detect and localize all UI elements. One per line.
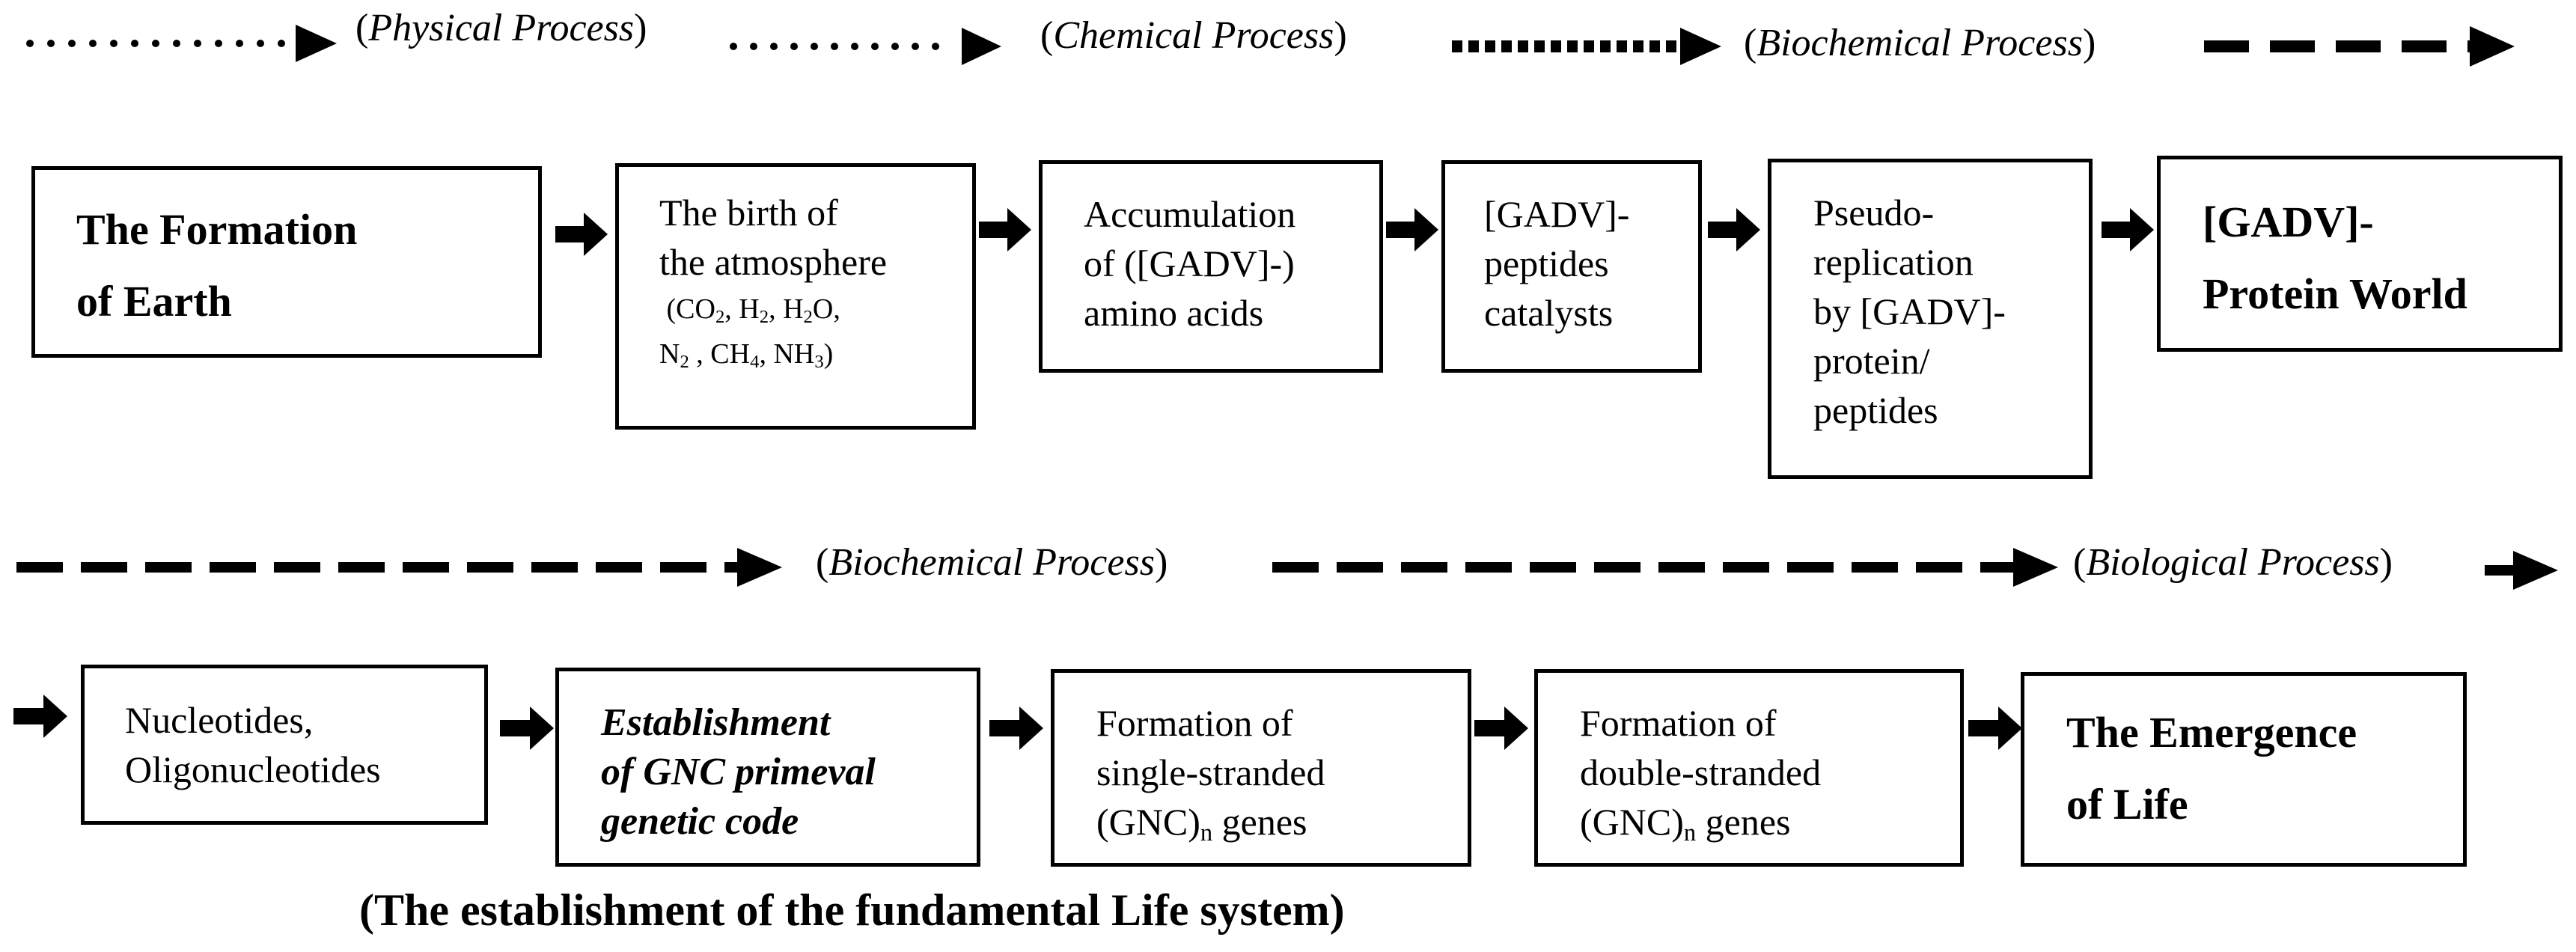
single-stranded-genes-line: (GNC)n genes xyxy=(1096,801,1307,847)
box-double-stranded-genes: Formation of double-stranded (GNC)n gene… xyxy=(1534,669,1964,867)
box-gnc-genetic-code: Establishment of GNC primeval genetic co… xyxy=(555,668,980,867)
box-formation-of-earth: The Formation of Earth xyxy=(31,166,542,358)
biological-process-label: (Biological Process) xyxy=(2073,541,2393,584)
atmosphere-gases-line-2: N2 , CH4, NH3) xyxy=(659,338,834,373)
arrow-into-nucleotides xyxy=(13,695,67,738)
biological-process-arrowhead xyxy=(2513,551,2558,590)
box-gadv-peptides-catalysts: [GADV]- peptides catalysts xyxy=(1441,160,1702,373)
biochemical-process-label-2: (Biochemical Process) xyxy=(816,541,1168,584)
biochemical-process-label-1: (Biochemical Process) xyxy=(1744,22,2096,64)
box-single-stranded-genes: Formation of single-stranded (GNC)n gene… xyxy=(1051,669,1471,867)
flow-arrows-row1 xyxy=(555,208,2154,256)
arrow-earth-to-atmosphere xyxy=(555,213,608,256)
box-accumulation-amino-acids: Accumulation of ([GADV]-) amino acids xyxy=(1039,160,1383,373)
arrow-amino-to-peptides xyxy=(1386,208,1438,251)
arrow-gnc-to-single xyxy=(989,707,1043,750)
diagram-caption: (The establishment of the fundamental Li… xyxy=(359,885,1345,935)
atmosphere-gases-line-1: (CO2, H2, H2O, xyxy=(659,293,840,328)
box-emergence-of-life: The Emergence of Life xyxy=(2021,672,2467,867)
biochemical-dashed-arrowhead-right xyxy=(2013,548,2058,587)
arrow-double-to-emergence xyxy=(1968,707,2022,750)
chemical-process-arrowhead xyxy=(962,28,1001,65)
biochemical-process-arrowhead-1 xyxy=(1680,28,1721,65)
double-stranded-genes-line: (GNC)n genes xyxy=(1580,801,1791,847)
top-dashed-arrowhead xyxy=(2470,26,2515,67)
arrow-peptides-to-pseudo xyxy=(1708,208,1760,251)
biochemical-dashed-arrowhead-left xyxy=(737,548,782,587)
box-pseudo-replication: Pseudo- replication by [GADV]- protein/ … xyxy=(1768,159,2093,479)
arrow-pseudo-to-protein xyxy=(2102,208,2154,251)
chemical-process-label: (Chemical Process) xyxy=(1040,14,1347,57)
box-gadv-protein-world: [GADV]- Protein World xyxy=(2157,156,2563,352)
physical-process-label: (Physical Process) xyxy=(355,7,647,49)
physical-process-arrowhead xyxy=(296,25,337,62)
box-nucleotides: Nucleotides, Oligonucleotides xyxy=(81,665,488,825)
arrow-nucleotides-to-gnc xyxy=(500,707,554,750)
arrow-single-to-double xyxy=(1474,707,1528,750)
arrow-atmosphere-to-amino xyxy=(979,208,1031,251)
flow-arrows-row2 xyxy=(13,695,2022,750)
box-birth-of-atmosphere: The birth of the atmosphere (CO2, H2, H2… xyxy=(615,163,976,430)
